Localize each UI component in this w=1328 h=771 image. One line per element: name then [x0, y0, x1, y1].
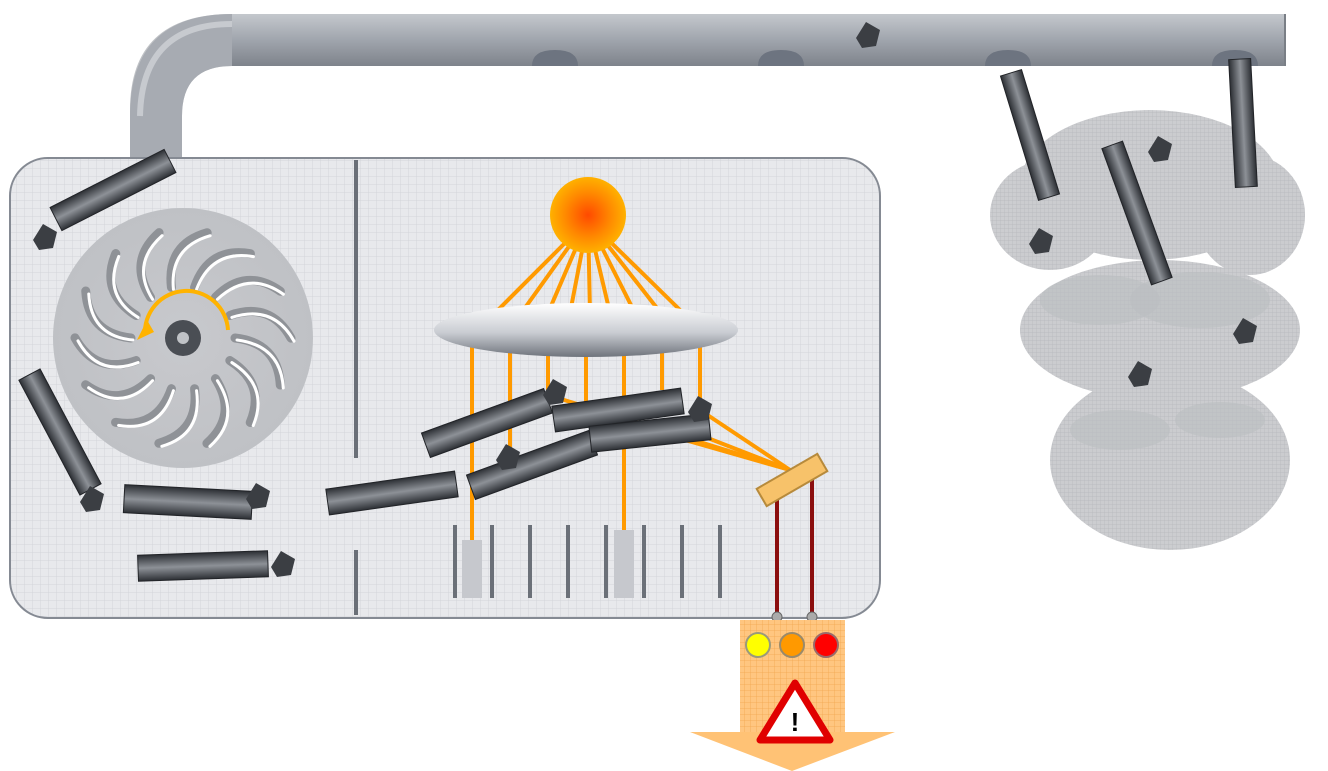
led-yellow: [746, 633, 770, 657]
led-orange: [780, 633, 804, 657]
fiber-particle: [123, 485, 252, 520]
warning-symbol: !: [791, 707, 800, 737]
light-source-icon: [550, 177, 626, 253]
led-red: [814, 633, 838, 657]
lens-icon: [434, 303, 738, 357]
fiber-particle: [138, 551, 269, 582]
fan-icon: [53, 208, 313, 468]
